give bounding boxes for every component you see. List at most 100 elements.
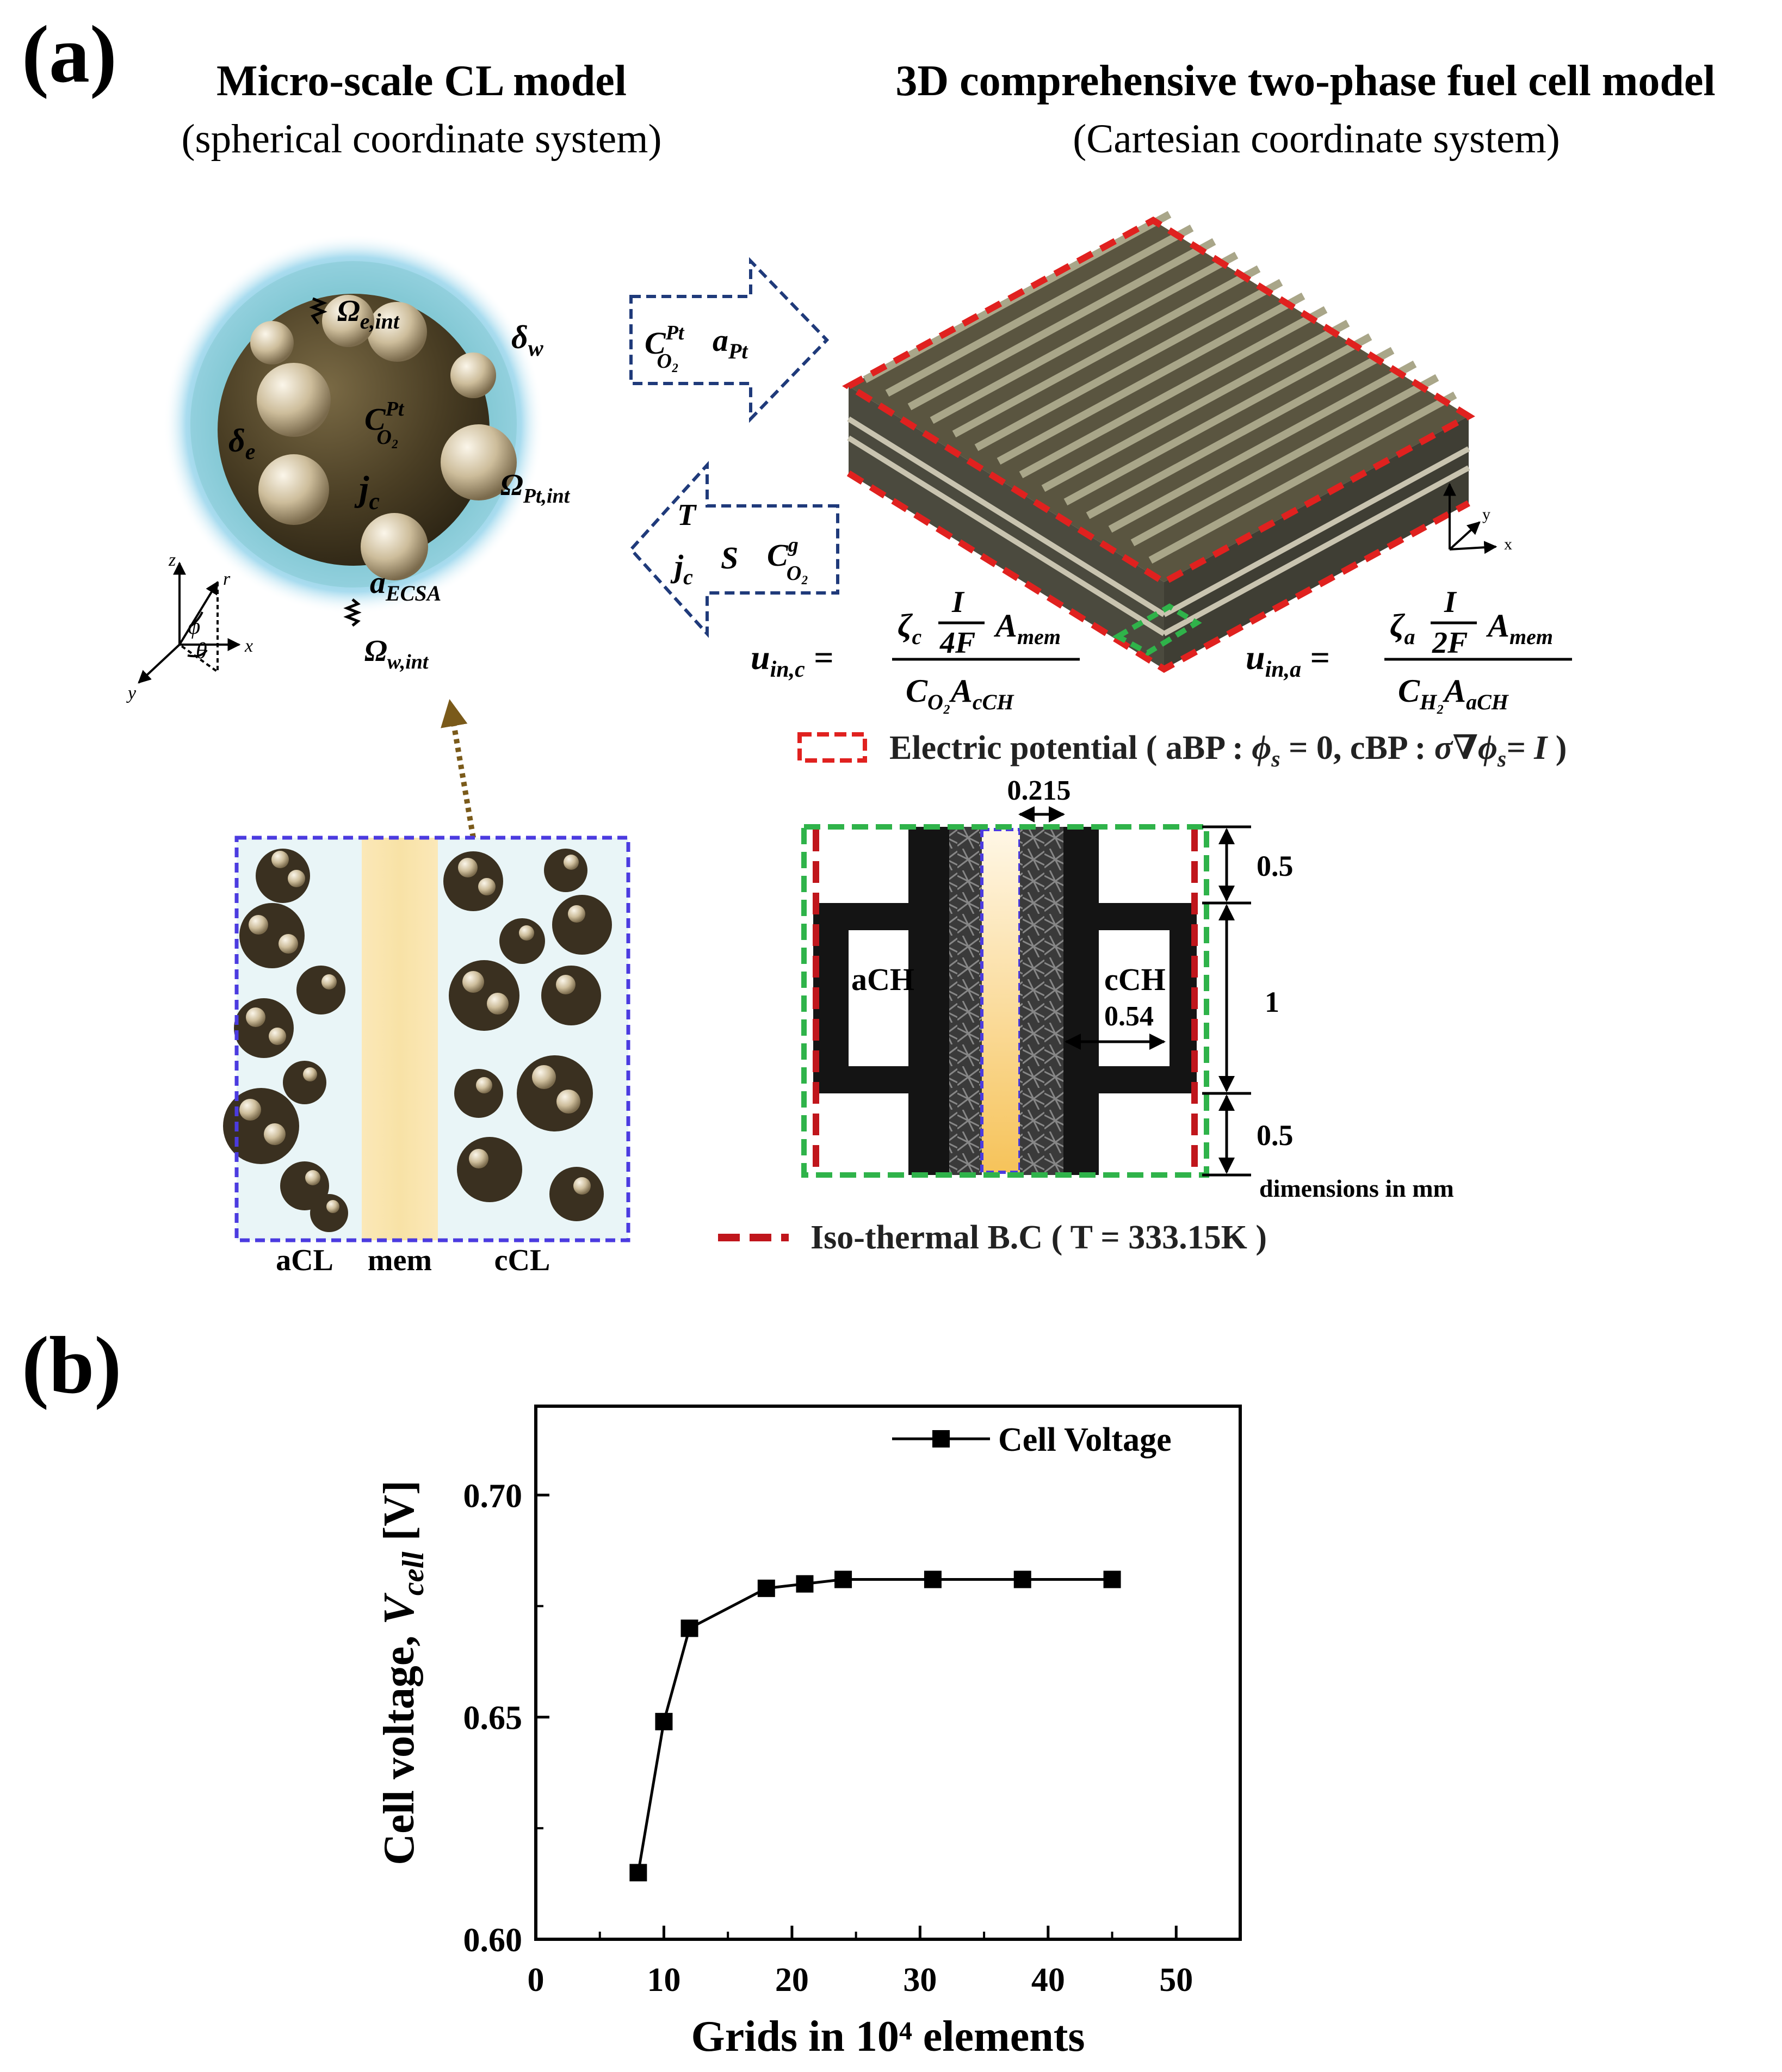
cch-label: cCH bbox=[1104, 962, 1166, 997]
layer-lines bbox=[847, 416, 1470, 636]
pt-particle bbox=[450, 352, 496, 398]
equation-anode-inlet: uin,a = ζa I 2F Amem CH₂AaCH bbox=[1246, 585, 1572, 714]
pt-particle bbox=[322, 295, 374, 347]
data-point bbox=[796, 1575, 814, 1593]
isothermal-legend: Iso-thermal B.C ( T = 333.15K ) bbox=[810, 1219, 1267, 1256]
zoom-arrow bbox=[441, 699, 476, 838]
ach-label: aCH bbox=[851, 962, 914, 997]
eq-anode-denominator: CH₂AaCH bbox=[1398, 673, 1509, 714]
eq-anode-frac-num: I bbox=[1444, 585, 1457, 619]
omega-e-int-label: Ωe,int bbox=[337, 294, 400, 333]
data-point bbox=[680, 1619, 698, 1637]
data-point bbox=[1103, 1570, 1121, 1588]
y-axis bbox=[138, 644, 181, 684]
membrane-strip bbox=[362, 838, 438, 1240]
phi-arc bbox=[190, 611, 203, 627]
y-tick-label: 0.70 bbox=[463, 1477, 523, 1514]
pt-particle bbox=[250, 321, 294, 364]
arrow-left-s: S bbox=[721, 540, 738, 576]
cl-agglomerates-cathode bbox=[443, 849, 612, 1221]
channel-stripes bbox=[863, 211, 1457, 564]
pt-particle bbox=[361, 513, 428, 580]
channel-height-dim: 1 bbox=[1265, 986, 1279, 1018]
y-axis-label: Cell voltage, Vcell [V] bbox=[375, 1480, 430, 1865]
omega-w-int-label: Ωw,int bbox=[364, 634, 429, 673]
pt-particle bbox=[441, 424, 517, 500]
panel-b-label: (b) bbox=[22, 1320, 121, 1411]
rib-top-dim: 0.5 bbox=[1257, 850, 1294, 882]
spherical-axes bbox=[138, 561, 241, 684]
data-point bbox=[655, 1712, 673, 1730]
left-title: Micro-scale CL model bbox=[216, 57, 627, 105]
abp-dashed bbox=[846, 470, 1470, 673]
y-tick-label: 0.65 bbox=[463, 1700, 523, 1737]
legend: Cell Voltage bbox=[892, 1421, 1172, 1458]
eq-cathode-zeta: ζc bbox=[898, 608, 921, 649]
cl-agglomerates-anode bbox=[223, 849, 348, 1232]
eq-anode-zeta: ζa bbox=[1390, 608, 1415, 649]
arrow-outline bbox=[628, 461, 839, 638]
gdl-thickness-dim: 0.215 bbox=[1007, 775, 1071, 806]
x-tick-label: 40 bbox=[1031, 1962, 1065, 1999]
data-point bbox=[924, 1570, 942, 1588]
cathode-gdl bbox=[1020, 827, 1063, 1175]
cross-section-marker bbox=[1112, 603, 1202, 656]
x-axis-label: Grids in 10⁴ elements bbox=[691, 2013, 1085, 2061]
r-label: r bbox=[223, 569, 231, 589]
cell-front-face bbox=[849, 386, 1164, 669]
resistor-icon bbox=[343, 598, 362, 627]
axis-x-3d-label: x bbox=[1504, 535, 1512, 553]
r-vector bbox=[178, 580, 219, 646]
delta-w-label: δw bbox=[511, 319, 544, 361]
dimension-units: dimensions in mm bbox=[1259, 1174, 1454, 1202]
cl-box-outline bbox=[234, 836, 630, 1242]
eq-cathode-denominator: CO₂AcCH bbox=[906, 673, 1014, 714]
a-ecsa-label: aECSA bbox=[370, 565, 441, 605]
electric-bc-outline bbox=[842, 217, 1475, 673]
theta-label: θ bbox=[196, 639, 207, 664]
cbp-dashed bbox=[842, 217, 1475, 586]
pt-particle bbox=[258, 454, 329, 525]
data-point bbox=[757, 1579, 775, 1597]
x-tick-label: 10 bbox=[647, 1962, 680, 1999]
pt-particle bbox=[367, 302, 427, 362]
equation-cathode-inlet: uin,c = ζc I 4F Amem CO₂AcCH bbox=[751, 585, 1080, 714]
rib-bottom-dim: 0.5 bbox=[1257, 1119, 1294, 1152]
cathode-channel bbox=[1099, 930, 1170, 1066]
z-label: z bbox=[168, 550, 176, 570]
cell-side-face bbox=[1164, 416, 1469, 669]
data-point bbox=[1013, 1570, 1031, 1588]
panel-a-label: (a) bbox=[22, 9, 117, 100]
mem-label: mem bbox=[368, 1244, 432, 1277]
eq-cathode-a-mem: Amem bbox=[993, 608, 1061, 649]
axis-y-3d-label: y bbox=[1482, 505, 1490, 523]
pt-particle bbox=[257, 363, 331, 437]
x-label: x bbox=[244, 636, 253, 656]
data-series bbox=[629, 1570, 1121, 1882]
catalyst-layer-microstructure bbox=[223, 836, 630, 1242]
fuel-cell-3d-model bbox=[842, 211, 1475, 673]
right-title: 3D comprehensive two-phase fuel cell mod… bbox=[895, 57, 1715, 105]
y-label: y bbox=[126, 683, 137, 703]
data-point bbox=[834, 1570, 852, 1588]
arrow-right-a-pt: aPt bbox=[713, 323, 748, 363]
omega-pt-int-label: ΩPt,int bbox=[500, 468, 571, 508]
cross-section-diagram bbox=[801, 824, 1209, 1178]
eq-cathode-lhs: uin,c = bbox=[751, 638, 833, 682]
ccl-label: cCL bbox=[494, 1244, 550, 1277]
data-point bbox=[629, 1864, 647, 1882]
panel-a: (a) Micro-scale CL model (spherical coor… bbox=[22, 9, 1716, 1277]
electric-potential-legend: Electric potential ( aBP : ϕs = 0, cBP :… bbox=[889, 729, 1567, 772]
legend-marker bbox=[932, 1430, 950, 1448]
legend-label: Cell Voltage bbox=[998, 1421, 1172, 1458]
electric-legend-swatch bbox=[797, 732, 867, 763]
x-tick-label: 30 bbox=[903, 1962, 937, 1999]
series-line bbox=[636, 1578, 1112, 1873]
